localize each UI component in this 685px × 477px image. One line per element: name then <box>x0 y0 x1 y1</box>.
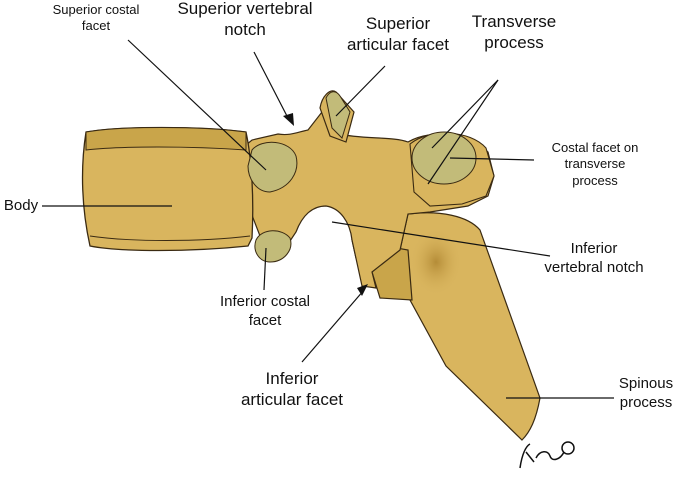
superior-costal-facet-shape <box>247 141 298 193</box>
label-inferior-articular-facet: Inferior articular facet <box>240 369 344 410</box>
body-lower-rim-shape <box>89 235 251 241</box>
label-inferior-vertebral-notch: Inferior vertebral notch <box>544 240 644 276</box>
superior-articular-facet-shape <box>325 91 351 139</box>
leader-costal-facet-on-transverse-process <box>449 157 535 161</box>
arrowhead-superior-vertebral-notch <box>283 113 294 126</box>
label-spinous-process: Spinous process <box>618 375 674 411</box>
signature-logo <box>519 441 575 469</box>
costal-facet-on-transverse-process-shape <box>411 131 477 185</box>
body-rim-shape <box>85 127 247 151</box>
label-superior-vertebral-notch: Superior vertebral notch <box>177 0 313 40</box>
leader-inferior-vertebral-notch <box>331 221 551 257</box>
spinous-process-shading <box>410 228 462 296</box>
leader-superior-vertebral-notch <box>253 51 289 119</box>
label-inferior-costal-facet: Inferior costal facet <box>219 293 311 329</box>
leader-transverse-process-a <box>431 79 499 149</box>
label-transverse-process: Transverse process <box>471 12 557 53</box>
label-superior-articular-facet: Superior articular facet <box>346 14 450 55</box>
label-body: Body <box>3 197 39 214</box>
label-superior-costal-facet: Superior costal facet <box>52 2 140 34</box>
leader-transverse-process-b <box>427 79 499 185</box>
leader-superior-costal-facet <box>127 39 267 171</box>
leader-lines <box>42 39 614 399</box>
inferior-costal-facet-shape <box>254 230 292 263</box>
leader-inferior-costal-facet <box>263 247 267 291</box>
arrowhead-inferior-articular-facet <box>357 284 368 296</box>
label-costal-facet-on-transverse-process: Costal facet on transverse process <box>551 140 639 188</box>
leader-inferior-articular-facet <box>301 289 365 363</box>
leader-arrowheads <box>283 113 368 296</box>
leader-superior-articular-facet <box>335 65 386 117</box>
